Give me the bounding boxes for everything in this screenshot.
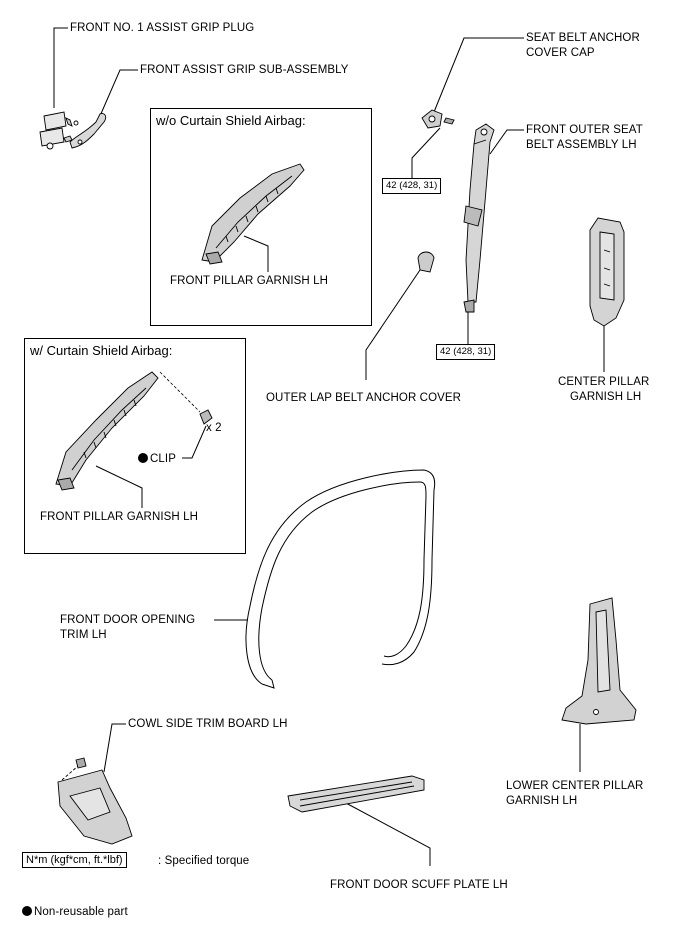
label-scuff-plate: FRONT DOOR SCUFF PLATE LH — [330, 879, 508, 891]
leader-cowl — [103, 723, 126, 773]
scuff-plate-part — [287, 775, 425, 813]
label-assist-grip: FRONT ASSIST GRIP SUB-ASSEMBLY — [140, 64, 349, 76]
leader-pillar-garnish-b — [95, 465, 143, 508]
label-clip: CLIP — [138, 452, 176, 466]
box-without-airbag-title: w/o Curtain Shield Airbag: — [156, 113, 306, 128]
label-lap-belt-cover: OUTER LAP BELT ANCHOR COVER — [266, 392, 462, 404]
label-clip-qty: x 2 — [206, 422, 222, 434]
label-lower-center-1: LOWER CENTER PILLAR — [506, 780, 644, 792]
leader-scuff — [343, 801, 431, 866]
box-with-airbag — [24, 338, 246, 554]
label-pillar-garnish-b: FRONT PILLAR GARNISH LH — [40, 511, 199, 523]
box-with-airbag-title: w/ Curtain Shield Airbag: — [30, 343, 173, 358]
front-outer-seat-belt-part — [463, 123, 495, 313]
nonreusable-dot-icon — [138, 453, 148, 463]
assist-grip-part — [69, 113, 107, 149]
center-pillar-part — [589, 217, 625, 327]
leader-torque-upper — [411, 127, 441, 178]
clip-part — [159, 371, 213, 425]
label-door-trim-1: FRONT DOOR OPENING — [60, 614, 196, 626]
label-seat-belt-cap-2: COVER CAP — [526, 47, 595, 59]
label-seat-belt-cap-1: SEAT BELT ANCHOR — [526, 32, 640, 44]
torque-box-upper: 42 (428, 31) — [382, 178, 442, 194]
leader-seat-belt-cap — [433, 37, 524, 113]
legend-unit-box: N*m (kgf*cm, ft.*lbf) — [22, 852, 127, 868]
lap-belt-cover-part — [417, 251, 435, 273]
label-lower-center-2: GARNISH LH — [506, 795, 578, 807]
legend-nonreusable: Non-reusable part — [22, 905, 128, 919]
label-outer-seat-belt-1: FRONT OUTER SEAT — [526, 124, 643, 136]
pillar-garnish-b-part — [55, 371, 159, 491]
label-center-pillar-2: GARNISH LH — [570, 391, 642, 403]
leader-clip — [182, 425, 207, 459]
leader-lap-belt-cover — [365, 269, 421, 380]
legend-unit-text: : Specified torque — [158, 855, 250, 867]
pillar-garnish-a-part — [201, 163, 305, 265]
legend-nonreusable-text: Non-reusable part — [34, 906, 128, 918]
leader-outer-seat-belt — [489, 129, 524, 155]
label-clip-text: CLIP — [150, 453, 176, 465]
door-opening-trim-part — [245, 469, 436, 689]
label-outer-seat-belt-2: BELT ASSEMBLY LH — [526, 139, 637, 151]
leader-assist-grip — [99, 69, 138, 117]
leader-pillar-garnish-a — [243, 235, 269, 272]
label-cowl-board: COWL SIDE TRIM BOARD LH — [128, 718, 288, 730]
label-center-pillar-1: CENTER PILLAR — [558, 376, 650, 388]
seat-belt-cap-part — [421, 109, 455, 129]
label-door-trim-2: TRIM LH — [60, 629, 107, 641]
label-assist-grip-plug: FRONT NO. 1 ASSIST GRIP PLUG — [70, 22, 255, 34]
lower-center-pillar-part — [561, 597, 637, 725]
box-without-airbag — [150, 108, 372, 326]
torque-box-lower: 42 (428, 31) — [436, 344, 496, 360]
cowl-side-part — [57, 757, 133, 845]
assist-grip-plug-part — [39, 111, 73, 150]
label-pillar-garnish-a: FRONT PILLAR GARNISH LH — [170, 275, 329, 287]
leader-assist-grip-plug — [53, 27, 68, 108]
legend-dot-icon — [22, 906, 32, 916]
